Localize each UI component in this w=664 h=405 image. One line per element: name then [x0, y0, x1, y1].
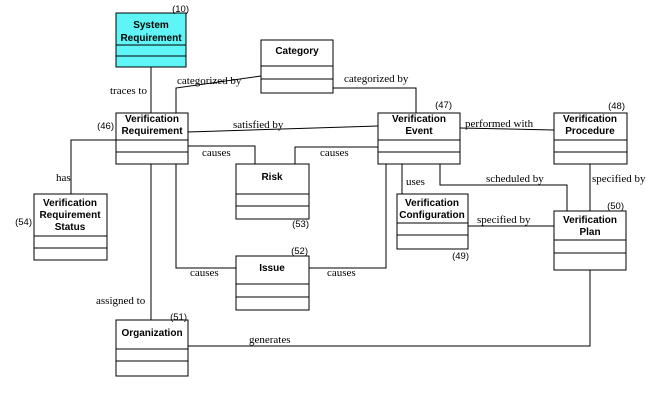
entity-name-line: Status: [55, 222, 86, 233]
entity-number: (46): [97, 121, 114, 132]
label-scheduled-by: scheduled by: [486, 173, 544, 185]
entity-number: (52): [291, 246, 308, 257]
entity-number: (49): [452, 251, 469, 262]
entity-number: (50): [607, 201, 624, 212]
entity-name-line: Requirement: [121, 126, 183, 137]
edge-generates: [188, 270, 591, 347]
entity-number: (51): [170, 312, 187, 323]
entity-name-line: Risk: [261, 172, 283, 183]
label-specified-by-procedure: specified by: [592, 173, 646, 185]
label-categorized-by-right: categorized by: [344, 73, 409, 85]
entity-name-line: Verification: [392, 114, 446, 125]
entity-name-line: Category: [275, 46, 319, 57]
entity-system-requirement[interactable]: System Requirement (10): [115, 4, 189, 68]
label-traces-to: traces to: [110, 85, 147, 97]
entity-risk[interactable]: Risk (53): [235, 163, 310, 230]
entities: System Requirement (10) Category Verific…: [15, 4, 628, 377]
label-causes-vr-risk: causes: [202, 147, 231, 159]
label-generates: generates: [249, 334, 291, 346]
entity-verification-configuration[interactable]: Verification Configuration (49): [396, 193, 469, 262]
label-uses: uses: [406, 176, 425, 188]
entity-number: (54): [15, 217, 32, 228]
entity-name-line: Organization: [121, 328, 182, 339]
entity-name-line: Verification: [405, 198, 459, 209]
entity-verification-requirement-status[interactable]: Verification Requirement Status (54): [15, 193, 108, 261]
entity-name-line: Issue: [259, 263, 285, 274]
entity-name-line: Procedure: [565, 126, 615, 137]
label-causes-ve-issue: causes: [327, 267, 356, 279]
entity-name-line: Requirement: [39, 210, 101, 221]
entity-name-line: Verification: [563, 114, 617, 125]
edge-scheduled-by: [439, 164, 568, 211]
edge-causes-ve-issue: [309, 164, 387, 269]
entity-name-line: Verification: [563, 215, 617, 226]
entity-name-line: Plan: [579, 227, 600, 238]
edge-satisfied-by: [187, 125, 379, 133]
entity-category[interactable]: Category: [260, 39, 334, 94]
edge-categorized-by-left: [175, 75, 262, 113]
edge-causes-vr-risk: [188, 145, 256, 164]
entity-name-line: Event: [405, 126, 433, 137]
entity-organization[interactable]: Organization (51): [115, 312, 189, 377]
entity-name-line: Verification: [125, 114, 179, 125]
label-has: has: [56, 172, 71, 184]
label-specified-by-configuration: specified by: [477, 214, 531, 226]
connectors: [70, 67, 591, 347]
label-satisfied-by: satisfied by: [233, 119, 284, 131]
label-performed-with: performed with: [465, 118, 534, 130]
entity-name-line: Verification: [43, 198, 97, 209]
edge-causes-ve-risk: [294, 146, 378, 164]
label-causes-vr-issue: causes: [190, 267, 219, 279]
entity-verification-plan[interactable]: Verification Plan (50): [553, 201, 627, 271]
relationship-labels: traces to categorized by categorized by …: [56, 73, 646, 346]
entity-verification-event[interactable]: Verification Event (47): [377, 100, 461, 165]
edge-performed-with: [459, 127, 555, 131]
entity-number: (47): [435, 100, 452, 111]
edge-has: [70, 139, 116, 194]
label-causes-ve-risk: causes: [320, 147, 349, 159]
label-assigned-to: assigned to: [96, 295, 146, 307]
entity-issue[interactable]: Issue (52): [235, 246, 310, 311]
entity-number: (53): [292, 219, 309, 230]
entity-number: (10): [172, 4, 189, 15]
label-categorized-by-left: categorized by: [177, 75, 242, 87]
entity-name-line: System: [133, 20, 169, 31]
entity-name-line: Configuration: [399, 210, 465, 221]
entity-number: (48): [608, 101, 625, 112]
entity-name-line: Requirement: [120, 33, 182, 44]
edge-causes-vr-issue: [175, 164, 236, 269]
entity-verification-procedure[interactable]: Verification Procedure (48): [553, 101, 628, 165]
entity-verification-requirement[interactable]: Verification Requirement (46): [97, 112, 189, 165]
